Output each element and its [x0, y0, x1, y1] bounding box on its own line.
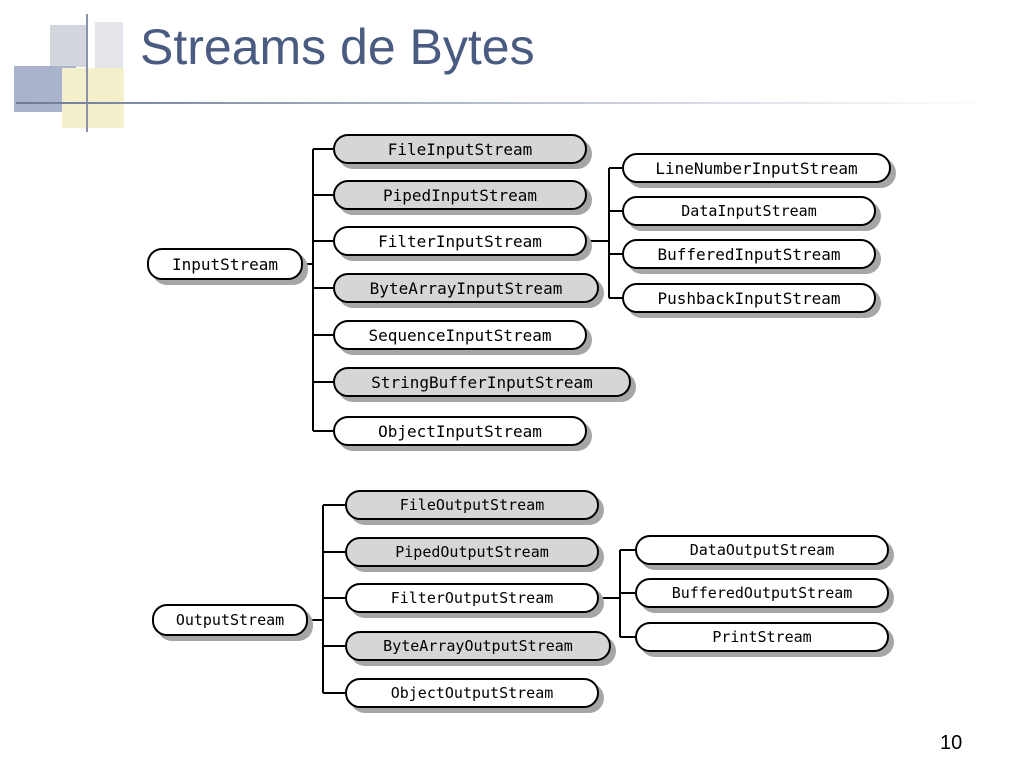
title-underline	[16, 102, 996, 104]
decor-square-gray-light	[95, 22, 123, 68]
node-buffered-output-stream: BufferedOutputStream	[635, 578, 889, 608]
decor-square-gray	[50, 25, 88, 67]
node-input-stream: InputStream	[147, 248, 303, 280]
node-byte-array-output-stream: ByteArrayOutputStream	[345, 631, 611, 661]
node-data-input-stream: DataInputStream	[622, 196, 876, 226]
node-filter-input-stream: FilterInputStream	[333, 226, 587, 256]
page-number: 10	[940, 732, 963, 754]
node-print-stream: PrintStream	[635, 622, 889, 652]
node-object-output-stream: ObjectOutputStream	[345, 678, 599, 708]
node-object-input-stream: ObjectInputStream	[333, 416, 587, 446]
decor-square-yellow	[62, 68, 124, 128]
decor-vertical-line	[86, 14, 88, 132]
node-data-output-stream: DataOutputStream	[635, 535, 889, 565]
node-byte-array-input-stream: ByteArrayInputStream	[333, 273, 599, 303]
node-pushback-input-stream: PushbackInputStream	[622, 283, 876, 313]
slide-title: Streams de Bytes	[140, 19, 535, 75]
node-string-buffer-input-stream: StringBufferInputStream	[333, 367, 631, 397]
node-buffered-input-stream: BufferedInputStream	[622, 239, 876, 269]
node-piped-input-stream: PipedInputStream	[333, 180, 587, 210]
node-filter-output-stream: FilterOutputStream	[345, 583, 599, 613]
node-file-input-stream: FileInputStream	[333, 134, 587, 164]
node-sequence-input-stream: SequenceInputStream	[333, 320, 587, 350]
node-piped-output-stream: PipedOutputStream	[345, 537, 599, 567]
node-output-stream: OutputStream	[152, 604, 308, 636]
node-file-output-stream: FileOutputStream	[345, 490, 599, 520]
node-line-number-input-stream: LineNumberInputStream	[622, 153, 891, 183]
